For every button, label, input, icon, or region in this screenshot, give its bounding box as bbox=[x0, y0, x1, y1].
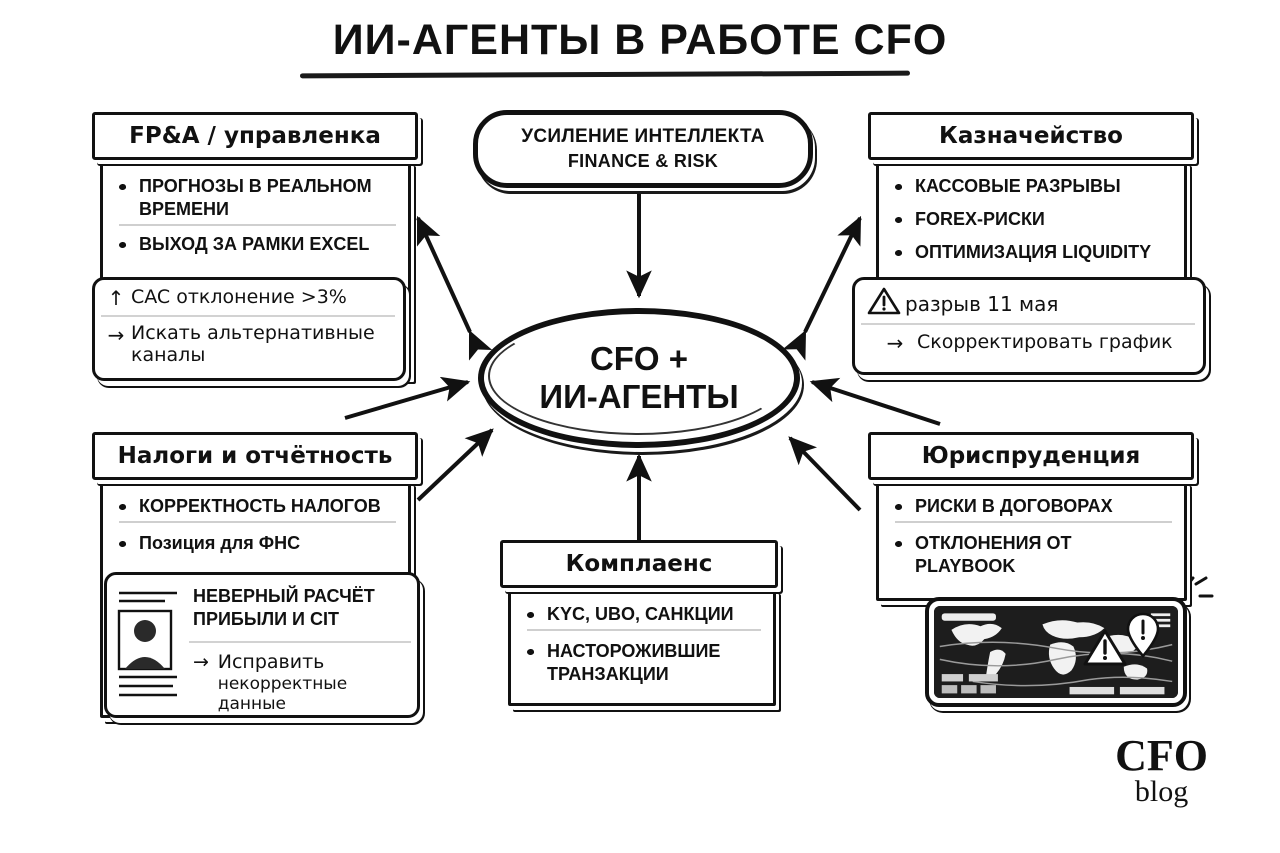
list-item[interactable]: KYC, UBO, САНКЦИИ bbox=[525, 603, 761, 632]
card-taxes-note[interactable]: НЕВЕРНЫЙ РАСЧЁТ ПРИБЫЛИ И CIT → Исправит… bbox=[104, 572, 420, 718]
card-fpa-header: FP&A / управленка bbox=[92, 112, 418, 160]
logo-main-text: CFO bbox=[1115, 731, 1208, 781]
warning-triangle-icon bbox=[863, 286, 905, 321]
map-pin-icon bbox=[1126, 612, 1160, 662]
hub-label: CFO + ИИ-АГЕНТЫ bbox=[478, 308, 800, 448]
list-item[interactable]: ОТКЛОНЕНИЯ ОТ PLAYBOOK bbox=[893, 532, 1170, 578]
card-treasury-header: Казначейство bbox=[868, 112, 1194, 160]
note-action-row: → Скорректировать график bbox=[855, 331, 1203, 355]
card-legal-bullets: РИСКИ В ДОГОВОРАХ ОТКЛОНЕНИЯ ОТ PLAYBOOK bbox=[879, 483, 1184, 594]
logo-sub-text: blog bbox=[1134, 775, 1189, 808]
bullet-label: KYC, UBO, САНКЦИИ bbox=[547, 604, 734, 624]
list-item[interactable]: ПРОГНОЗЫ В РЕАЛЬНОМ ВРЕМЕНИ bbox=[117, 175, 396, 227]
list-item[interactable]: КАССОВЫЕ РАЗРЫВЫ bbox=[893, 175, 1170, 198]
arrow-up-icon: ↑ bbox=[107, 286, 125, 310]
list-item[interactable]: НАСТОРОЖИВШИЕ ТРАНЗАКЦИИ bbox=[525, 640, 759, 686]
note-action-text-line1: Исправить bbox=[217, 651, 325, 673]
divider bbox=[119, 224, 396, 227]
note-alert-text: CAC отклонение >3% bbox=[131, 286, 347, 308]
sparkle-icon bbox=[1183, 576, 1214, 598]
bullet-label: РИСКИ В ДОГОВОРАХ bbox=[915, 496, 1113, 516]
card-compliance-body: KYC, UBO, САНКЦИИ НАСТОРОЖИВШИЕ ТРАНЗАКЦ… bbox=[508, 588, 776, 706]
card-treasury-bullets: КАССОВЫЕ РАЗРЫВЫ FOREX-РИСКИ ОПТИМИЗАЦИЯ… bbox=[879, 163, 1184, 280]
world-map-panel[interactable] bbox=[925, 597, 1187, 707]
note-alert-text-line1: НЕВЕРНЫЙ РАСЧЁТ bbox=[193, 586, 375, 606]
arrow-right-icon: → bbox=[886, 331, 904, 355]
bullet-label: КОРРЕКТНОСТЬ НАЛОГОВ bbox=[139, 496, 381, 516]
id-document-icon bbox=[115, 585, 187, 703]
hub-line-2: ИИ-АГЕНТЫ bbox=[539, 378, 739, 415]
arrow-hub-fpa bbox=[416, 215, 493, 361]
note-action-row: → Исправить некорректные данные bbox=[193, 651, 411, 715]
map-screen bbox=[934, 606, 1178, 698]
bullet-label: FOREX-РИСКИ bbox=[915, 209, 1045, 230]
card-taxes-bullets: КОРРЕКТНОСТЬ НАЛОГОВ Позиция для ФНС bbox=[103, 483, 408, 571]
card-legal-header: Юриспруденция bbox=[868, 432, 1194, 480]
bullet-label: ПРОГНОЗЫ В РЕАЛЬНОМ ВРЕМЕНИ bbox=[139, 176, 372, 220]
divider bbox=[119, 521, 396, 524]
logo-cfo-blog: CFO blog bbox=[1115, 731, 1208, 808]
list-item[interactable]: FOREX-РИСКИ bbox=[893, 208, 1170, 231]
note-alert-row: разрыв 11 мая bbox=[855, 280, 1203, 321]
arrow-right-icon: → bbox=[107, 323, 125, 347]
divider bbox=[895, 521, 1172, 524]
note-alert-row: ↑ CAC отклонение >3% bbox=[95, 280, 403, 310]
arrow-legal-lower-to-hub bbox=[788, 436, 862, 512]
hub-cfo-ai-agents: CFO + ИИ-АГЕНТЫ bbox=[478, 308, 800, 448]
page-title: ИИ-АГЕНТЫ В РАБОТЕ CFO bbox=[332, 16, 948, 64]
note-action-text-line2: некорректные данные bbox=[217, 673, 348, 715]
card-fpa-bullets: ПРОГНОЗЫ В РЕАЛЬНОМ ВРЕМЕНИ ВЫХОД ЗА РАМ… bbox=[103, 163, 408, 272]
list-item[interactable]: Позиция для ФНС bbox=[117, 532, 394, 555]
divider bbox=[101, 315, 395, 317]
card-legal-body: РИСКИ В ДОГОВОРАХ ОТКЛОНЕНИЯ ОТ PLAYBOOK bbox=[876, 480, 1187, 601]
note-alert-text-line2: ПРИБЫЛИ И CIT bbox=[193, 608, 339, 629]
bullet-label: НАСТОРОЖИВШИЕ ТРАНЗАКЦИИ bbox=[547, 641, 721, 685]
divider bbox=[527, 629, 761, 632]
list-item[interactable]: КОРРЕКТНОСТЬ НАЛОГОВ bbox=[117, 495, 396, 524]
arrow-fpa-lower-to-hub bbox=[344, 376, 471, 420]
pill-line-2: FINANCE & RISK bbox=[567, 151, 719, 171]
arrow-right-icon: → bbox=[193, 651, 209, 673]
note-alert-row: НЕВЕРНЫЙ РАСЧЁТ ПРИБЫЛИ И CIT bbox=[193, 585, 409, 630]
bullet-label: КАССОВЫЕ РАЗРЫВЫ bbox=[915, 176, 1121, 196]
note-action-text: Искать альтернативные каналы bbox=[131, 322, 375, 366]
hub-line-1: CFO + bbox=[589, 339, 689, 377]
divider bbox=[189, 641, 411, 643]
title-underline bbox=[299, 70, 911, 79]
pill-intelligence-boost: УСИЛЕНИЕ ИНТЕЛЛЕКТА FINANCE & RISK bbox=[473, 110, 813, 188]
card-taxes-header: Налоги и отчётность bbox=[92, 432, 418, 480]
bullet-label: ОТКЛОНЕНИЯ ОТ PLAYBOOK bbox=[915, 533, 1072, 577]
card-compliance-bullets: KYC, UBO, САНКЦИИ НАСТОРОЖИВШИЕ ТРАНЗАКЦ… bbox=[511, 591, 773, 702]
arrow-legal-to-hub bbox=[809, 377, 941, 426]
card-fpa-note[interactable]: ↑ CAC отклонение >3% → Искать альтернати… bbox=[92, 277, 406, 381]
card-treasury-note[interactable]: разрыв 11 мая → Скорректировать график bbox=[852, 277, 1206, 375]
card-compliance-header: Комплаенс bbox=[500, 540, 778, 588]
bullet-label: Позиция для ФНС bbox=[139, 533, 301, 554]
divider bbox=[861, 323, 1195, 325]
list-item[interactable]: РИСКИ В ДОГОВОРАХ bbox=[893, 495, 1172, 524]
note-action-text: Скорректировать график bbox=[917, 331, 1173, 353]
map-warning-triangle-icon bbox=[1082, 628, 1128, 672]
bullet-label: ОПТИМИЗАЦИЯ LIQUIDITY bbox=[915, 242, 1152, 263]
list-item[interactable]: ОПТИМИЗАЦИЯ LIQUIDITY bbox=[893, 241, 1170, 264]
note-alert-text: разрыв 11 мая bbox=[905, 291, 1059, 316]
hub-ellipse-inner-stroke bbox=[488, 317, 788, 435]
list-item[interactable]: ВЫХОД ЗА РАМКИ EXCEL bbox=[117, 233, 394, 256]
note-action-row: → Искать альтернативные каналы bbox=[95, 322, 403, 367]
bullet-label: ВЫХОД ЗА РАМКИ EXCEL bbox=[139, 234, 370, 255]
pill-line-1: УСИЛЕНИЕ ИНТЕЛЛЕКТА bbox=[521, 126, 765, 147]
